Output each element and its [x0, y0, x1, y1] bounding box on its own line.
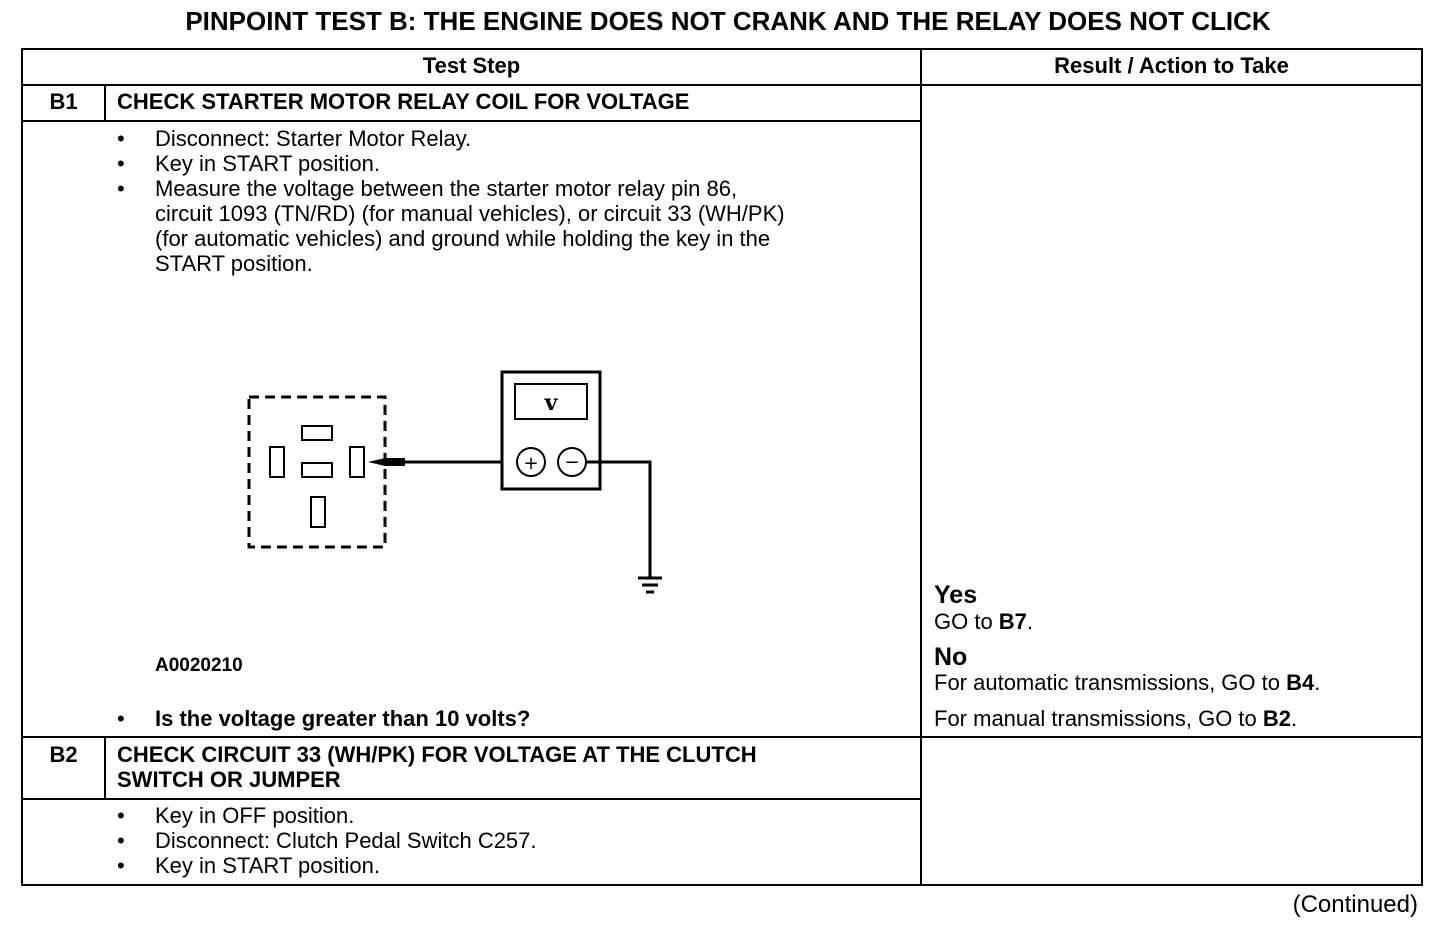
table-bottom-border — [21, 884, 1423, 886]
no-action-automatic: For automatic transmissions, GO to B4. — [934, 670, 1321, 695]
relay-pin-top — [301, 425, 333, 441]
relay-socket-outline — [247, 395, 387, 549]
b2-heading-border — [21, 798, 922, 800]
no-label: No — [934, 643, 968, 671]
table-right-border — [1421, 48, 1423, 886]
list-item: •Is the voltage greater than 10 volts? — [117, 706, 531, 731]
b2-step-id: B2 — [49, 742, 78, 767]
step-reference: B7 — [998, 609, 1027, 634]
list-item: •Key in START position. — [117, 853, 380, 878]
negative-lead — [586, 460, 652, 578]
page-title: PINPOINT TEST B: THE ENGINE DOES NOT CRA… — [185, 6, 1271, 36]
relay-pin-center — [301, 462, 333, 478]
minus-sign: − — [564, 452, 579, 473]
yes-action: GO to B7. — [934, 609, 1034, 634]
b1-heading: CHECK STARTER MOTOR RELAY COIL FOR VOLTA… — [117, 89, 690, 114]
b1-b2-separator — [21, 736, 1423, 738]
header-test-step: Test Step — [422, 53, 521, 78]
relay-pin-left — [269, 446, 285, 478]
list-item: •Key in OFF position. — [117, 803, 355, 828]
relay-pin-86 — [349, 446, 365, 478]
b2-heading: CHECK CIRCUIT 33 (WH/PK) FOR VOLTAGE AT … — [117, 742, 757, 792]
yes-label: Yes — [934, 581, 978, 609]
step-reference: B4 — [1286, 670, 1315, 695]
header-row-border — [21, 84, 1423, 86]
b1-id-divider — [104, 84, 106, 122]
step-reference: B2 — [1262, 706, 1292, 731]
voltmeter-label: v — [544, 390, 559, 416]
continued-note: (Continued) — [1292, 891, 1418, 918]
voltmeter-display — [514, 383, 588, 420]
list-item: •Disconnect: Starter Motor Relay. — [117, 126, 472, 151]
b1-question: •Is the voltage greater than 10 volts? — [117, 706, 530, 731]
table-top-border — [21, 48, 1423, 50]
figure-id: A0020210 — [155, 655, 243, 676]
b1-step-id: B1 — [49, 89, 78, 114]
list-item: •Key in START position. — [117, 151, 380, 176]
column-divider — [920, 48, 922, 886]
table-left-border — [21, 48, 23, 886]
relay-voltmeter-diagram: v + − — [247, 370, 662, 594]
probe-tip — [368, 458, 405, 466]
no-action-manual: For manual transmissions, GO to B2. — [934, 706, 1298, 731]
header-result: Result / Action to Take — [1054, 53, 1289, 78]
b1-heading-border — [21, 120, 922, 122]
b1-instructions: •Disconnect: Starter Motor Relay. •Key i… — [117, 126, 785, 276]
positive-terminal — [516, 447, 546, 477]
list-item: • Measure the voltage between the starte… — [117, 176, 785, 276]
relay-pin-bottom — [310, 496, 326, 528]
b2-id-divider — [104, 736, 106, 800]
b2-instructions: •Key in OFF position. •Disconnect: Clutc… — [117, 803, 537, 878]
plus-sign: + — [523, 453, 538, 474]
list-item: •Disconnect: Clutch Pedal Switch C257. — [117, 828, 537, 853]
